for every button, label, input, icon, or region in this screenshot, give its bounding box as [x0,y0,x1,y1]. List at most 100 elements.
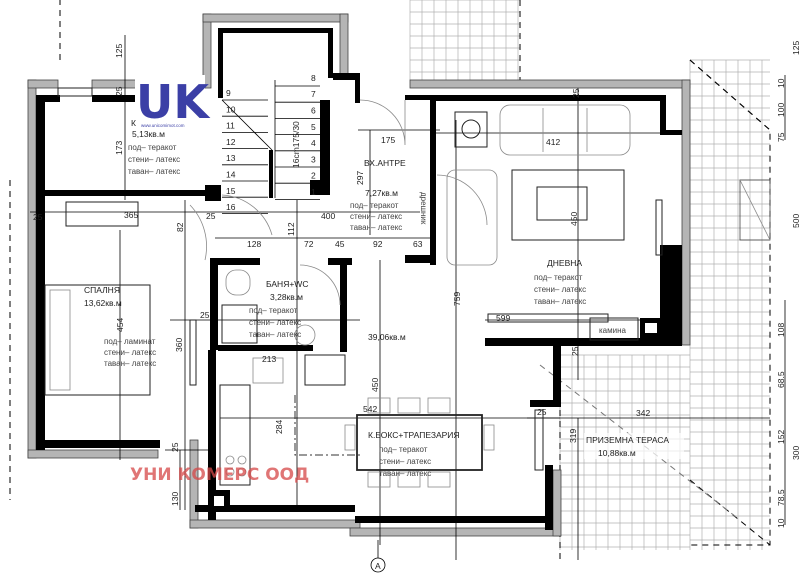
dim-label: 297 [355,171,365,185]
room-living: ДНЕВНА под– теракот стени– латекс таван–… [368,258,627,342]
fireplace-label: камина [599,326,627,335]
stair-step-number: 8 [311,73,316,83]
room-walls: стени– латекс [379,457,431,466]
dim-label: 100 [776,103,786,117]
dimension-lines [30,35,786,560]
dim-label: 128 [247,239,261,249]
stair-step-number: 7 [311,89,316,99]
dim-label: 125 [791,41,800,55]
dim-label: 759 [452,292,462,306]
stair-step-number: 11 [226,121,235,131]
stair-step-number: 9 [226,88,231,98]
room-floor: под– теракот [350,201,399,210]
room-entrance: ВХ.АНТРЕ 7,27кв.м под– теракот стени– ла… [350,158,428,232]
living-total-area: 39,06кв.м [368,332,406,342]
wardrobe-label: дрешник [419,192,428,225]
room-floor: под– теракот [128,143,177,152]
stair-step-number: 16 [226,202,236,212]
dim-label: 25 [170,442,180,452]
room-floor: под– ламинат [104,337,156,346]
stair-cut-line [221,99,273,151]
dim-label: 450 [370,378,380,392]
room-area: 13,62кв.м [84,298,122,308]
right-dimension-labels: 125 10 100 75 500 108 68.5 152 300 78.5 … [776,41,800,528]
dim-label: 412 [546,137,560,147]
room-ceiling: таван– латекс [534,297,586,306]
dim-label: 360 [174,338,184,352]
dim-label: 25 [570,346,580,356]
stair-step-number: 5 [311,122,316,132]
room-walls: стени– латекс [249,318,301,327]
dim-label: 78.5 [776,489,786,506]
stair-step-number: 3 [311,154,316,164]
dim-label: 25 [206,211,216,221]
room-name: ПРИЗЕМНА ТЕРАСА [586,435,669,445]
room-walls: стени– латекс [350,212,402,221]
dim-label: 365 [124,210,138,220]
dim-label: 25 [33,212,43,222]
room-walls: стени– латекс [128,155,180,164]
dim-label: 173 [114,141,124,155]
dim-label: 454 [115,318,125,332]
room-name: К.БОКС+ТРАПЕЗАРИЯ [368,430,460,440]
stair-step-number: 13 [226,153,236,163]
section-marker-label: A [375,561,381,571]
room-walls: стени– латекс [104,348,156,357]
stair-treads [221,80,320,214]
room-kitchen-small: К 5,13кв.м под– теракот стени– латекс та… [128,118,180,176]
furniture [44,104,639,488]
dim-label: 108 [776,323,786,337]
dim-label: 25 [114,86,124,96]
dim-label: 63 [413,239,423,249]
dim-label: 112 [286,222,296,236]
dim-label: 72 [304,239,314,249]
room-dining: К.БОКС+ТРАПЕЗАРИЯ под– теракот стени– ла… [368,430,460,478]
room-area: 10,88кв.м [598,448,636,458]
dimension-labels: 125 25 173 25 365 82 25 400 128 112 72 4… [33,44,650,506]
room-floor: под– теракот [379,445,428,454]
dim-label: 25 [200,310,210,320]
dim-label: 542 [363,404,377,414]
room-bedroom: СПАЛНЯ 13,62кв.м под– ламинат стени– лат… [84,285,156,368]
dim-label: 284 [274,420,284,434]
stair-step-number: 10 [226,104,236,114]
room-name: ДНЕВНА [547,258,582,268]
dim-label: 75 [776,132,786,142]
dim-label: 92 [373,239,383,249]
stair-spec: 16cm175/30 [291,121,301,168]
stair-step-number: 6 [311,106,316,116]
stair-step-number: 2 [311,171,316,181]
dim-label: 152 [776,430,786,444]
room-name: К [131,118,136,128]
company-logo: UK www.unicomimot.com [135,75,211,130]
dim-label: 130 [170,492,180,506]
room-ceiling: таван– латекс [128,167,180,176]
dim-label: 82 [175,222,185,232]
dim-label: 599 [496,313,510,323]
logo-letters: UK [136,75,211,129]
dim-label: 45 [335,239,345,249]
dim-label: 125 [114,44,124,58]
dim-label: 175 [381,135,395,145]
dim-label: 500 [791,214,800,228]
stair-step-number: 4 [311,138,316,148]
stair-step-number: 12 [226,137,236,147]
room-floor: под– теракот [534,273,583,282]
dim-label: 319 [568,429,578,443]
logo-url: www.unicomimot.com [141,123,185,128]
doors [57,87,663,471]
stair-step-number: 1 [311,187,316,197]
dim-label: 300 [791,446,800,460]
dim-label: 10 [776,518,786,528]
room-name: БАНЯ+WC [266,279,308,289]
dim-label: 450 [569,212,579,226]
dim-label: 10 [776,78,786,88]
room-walls: стени– латекс [534,285,586,294]
room-ceiling: таван– латекс [379,469,431,478]
dim-label: 25 [571,88,581,98]
room-ceiling: таван– латекс [350,223,402,232]
room-bathroom: БАНЯ+WC 3,28кв.м под– теракот стени– лат… [249,279,308,339]
dim-label: 25 [537,407,547,417]
